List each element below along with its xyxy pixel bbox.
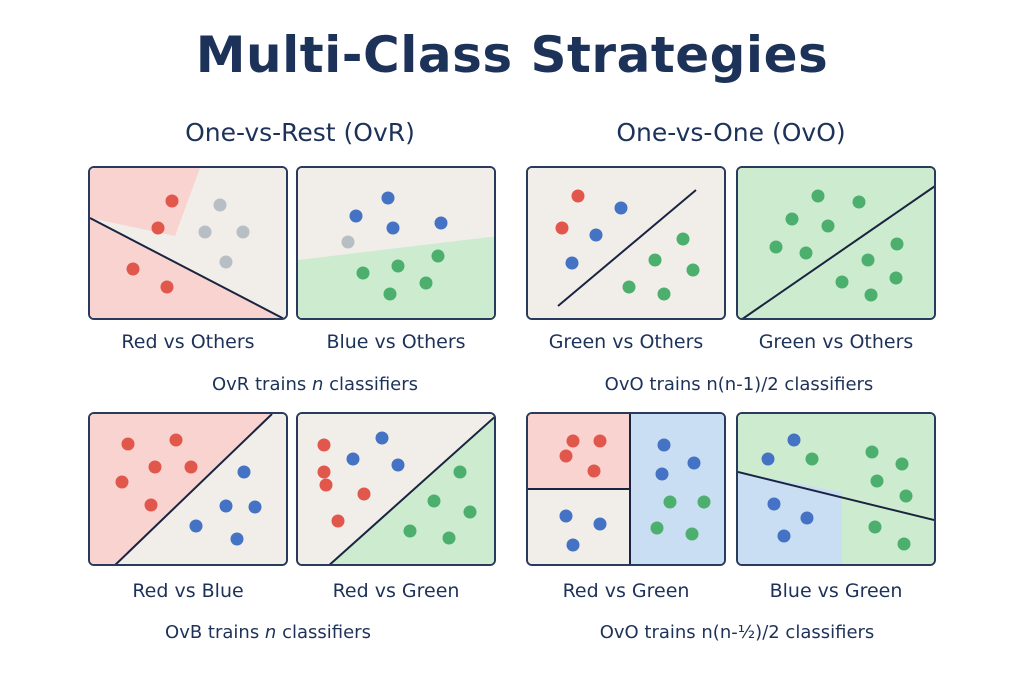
caption-green-vs-others-2: Green vs Others	[758, 331, 914, 353]
page-title: Multi-Class Strategies	[195, 26, 829, 84]
caption-blue-vs-others: Blue vs Others	[326, 331, 466, 353]
note-ovo-2: OvO trains n(n-½)/2 classifiers	[599, 622, 875, 643]
panel-red-vs-blue	[88, 412, 288, 566]
panel-red-vs-green-1	[296, 412, 496, 566]
note-ovr: OvR trains n classifiers	[211, 374, 419, 395]
caption-red-vs-blue: Red vs Blue	[132, 580, 244, 602]
section-title-ovr: One-vs-Rest (OvR)	[185, 118, 415, 147]
panel-red-vs-others	[88, 166, 288, 320]
section-title-ovo: One-vs-One (OvO)	[616, 118, 846, 147]
caption-blue-vs-green: Blue vs Green	[769, 580, 903, 602]
panel-blue-vs-others	[296, 166, 496, 320]
panel-blue-vs-green	[736, 412, 936, 566]
panel-green-vs-others-2	[736, 166, 936, 320]
caption-red-vs-others: Red vs Others	[121, 331, 255, 353]
note-ovo: OvO trains n(n-1)/2 classifiers	[604, 374, 874, 395]
panel-red-vs-green-2	[526, 412, 726, 566]
caption-red-vs-green-2: Red vs Green	[562, 580, 690, 602]
caption-green-vs-others-1: Green vs Others	[548, 331, 704, 353]
panel-green-vs-others-1	[526, 166, 726, 320]
note-ovb: OvB trains n classifiers	[165, 622, 371, 643]
caption-red-vs-green-1: Red vs Green	[332, 580, 460, 602]
